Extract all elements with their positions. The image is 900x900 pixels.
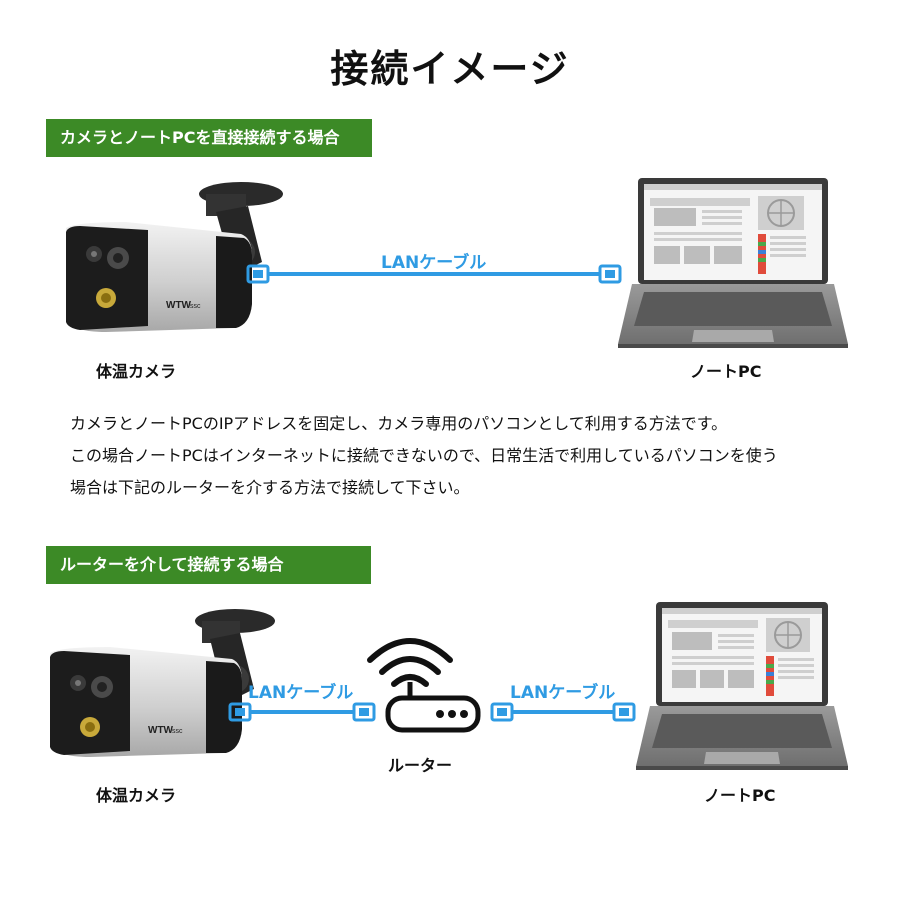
description-line-1: カメラとノートPCのIPアドレスを固定し、カメラ専用のパソコンとして利用する方法… xyxy=(70,414,728,433)
router-label: ルーター xyxy=(388,756,453,775)
laptop-icon xyxy=(636,602,848,770)
pc-label-2: ノートPC xyxy=(704,786,776,805)
page-title: 接続イメージ xyxy=(330,47,570,91)
description-line-2: この場合ノートPCはインターネットに接続できないので、日常生活で利用しているパソ… xyxy=(70,446,778,465)
camera-brand-small: ssc xyxy=(190,303,201,310)
lan-connector-icon xyxy=(598,264,622,284)
lan-connector-icon xyxy=(612,702,636,722)
lan-cable-right xyxy=(490,702,636,722)
camera-label: 体温カメラ xyxy=(96,362,177,381)
description-line-3: 場合は下記のルーターを介する方法で接続して下さい。 xyxy=(70,478,470,497)
router-icon xyxy=(367,638,481,733)
camera-label-2: 体温カメラ xyxy=(96,786,177,805)
lan-cable-left xyxy=(228,702,376,722)
section2-banner: ルーターを介して接続する場合 xyxy=(46,546,371,584)
camera-brand-small: ssc xyxy=(172,728,183,735)
lan-cable-label: LANケーブル xyxy=(381,253,487,273)
camera-brand: WTW xyxy=(148,725,174,736)
description: カメラとノートPCのIPアドレスを固定し、カメラ専用のパソコンとして利用する方法… xyxy=(70,408,860,504)
section1-banner: カメラとノートPCを直接接続する場合 xyxy=(46,119,372,157)
pc-label: ノートPC xyxy=(690,362,762,381)
lan-cable-1 xyxy=(246,264,622,284)
wifi-icon xyxy=(367,638,453,663)
lan-cable-label-left: LANケーブル xyxy=(248,683,354,703)
laptop-icon xyxy=(618,178,848,348)
camera-brand: WTW xyxy=(166,300,192,311)
camera-icon: WTW ssc xyxy=(66,182,283,332)
lan-cable-label-right: LANケーブル xyxy=(510,683,616,703)
lan-connector-icon xyxy=(352,702,376,722)
camera-icon: WTW ssc xyxy=(50,609,275,757)
